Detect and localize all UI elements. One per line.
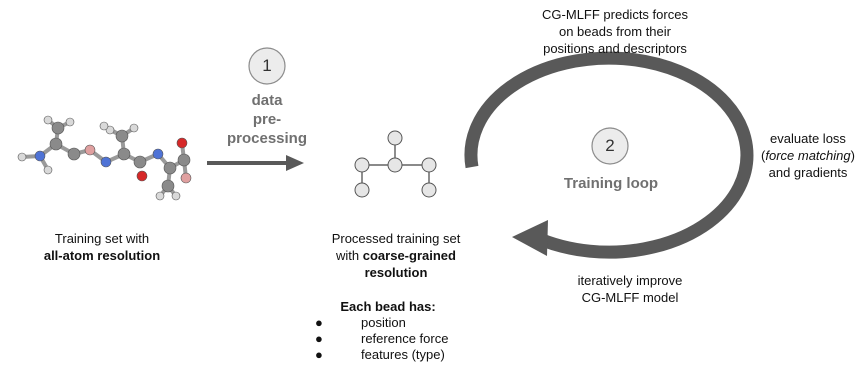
predict-forces-line: positions and descriptors xyxy=(543,41,687,56)
step-1-label-line: data xyxy=(251,92,283,109)
step-2-label: Training loop xyxy=(563,175,659,192)
preprocessing-arrow xyxy=(207,155,304,171)
improve-model-line: iteratively improve xyxy=(577,273,683,288)
left-caption-line1: Training set with xyxy=(54,231,150,246)
bead-feature-list: ● position ● reference force ● features (ty… xyxy=(313,315,483,363)
evaluate-loss-line2: (force matching) xyxy=(752,147,864,164)
step-1-label-line: processing xyxy=(226,130,308,147)
middle-caption-prefix: with xyxy=(336,248,363,263)
improve-model-line: CG-MLFF model xyxy=(581,290,679,305)
step-1-number: 1 xyxy=(262,56,272,75)
middle-caption-line2: with coarse-grained xyxy=(306,247,486,264)
bead-feature-text: reference force xyxy=(361,331,449,346)
bead-info: Each bead has: ● position ● reference forc… xyxy=(313,298,483,363)
bead-feature-item: ● position xyxy=(313,315,483,331)
predict-forces-line: on beads from their xyxy=(558,24,671,39)
all-atom-molecule-icon xyxy=(17,115,192,201)
evaluate-loss-text: evaluate loss (force matching) and gradi… xyxy=(752,130,864,181)
step-2-circle xyxy=(591,127,629,165)
paren-open: ( xyxy=(761,148,766,163)
left-caption-bold: all-atom resolution xyxy=(43,248,161,263)
paren-close: ) xyxy=(850,148,855,163)
evaluate-loss-line3: and gradients xyxy=(768,165,848,180)
predict-forces-text: CG-MLFF predicts forces on beads from th… xyxy=(515,6,715,57)
evaluate-loss-line1: evaluate loss xyxy=(770,131,846,146)
bullet-icon: ● xyxy=(315,331,323,346)
bullet-icon: ● xyxy=(315,315,323,330)
left-caption: Training set with all-atom resolution xyxy=(12,230,192,264)
predict-forces-line: CG-MLFF predicts forces xyxy=(542,7,688,22)
bead-feature-text: features (type) xyxy=(361,347,445,362)
middle-caption-line1: Processed training set xyxy=(331,231,461,246)
middle-caption-bold: coarse-grained xyxy=(362,248,456,263)
bullet-icon: ● xyxy=(315,347,323,362)
middle-caption-line3: resolution xyxy=(364,265,428,280)
middle-caption: Processed training set with coarse-grain… xyxy=(306,230,486,281)
bead-feature-item: ● reference force xyxy=(313,331,483,347)
training-loop-arrow xyxy=(464,51,754,259)
step-1-label: data pre- processing xyxy=(222,91,312,148)
force-matching-text: force matching xyxy=(765,148,851,163)
step-1-circle xyxy=(248,47,286,85)
bead-feature-item: ● features (type) xyxy=(313,347,483,363)
improve-model-text: iteratively improve CG-MLFF model xyxy=(555,272,705,306)
step-1-label-line: pre- xyxy=(252,111,282,128)
coarse-grained-beads-icon xyxy=(354,130,437,198)
bead-feature-text: position xyxy=(361,315,406,330)
step-2-number: 2 xyxy=(605,136,615,155)
bead-info-title: Each bead has: xyxy=(340,299,436,314)
